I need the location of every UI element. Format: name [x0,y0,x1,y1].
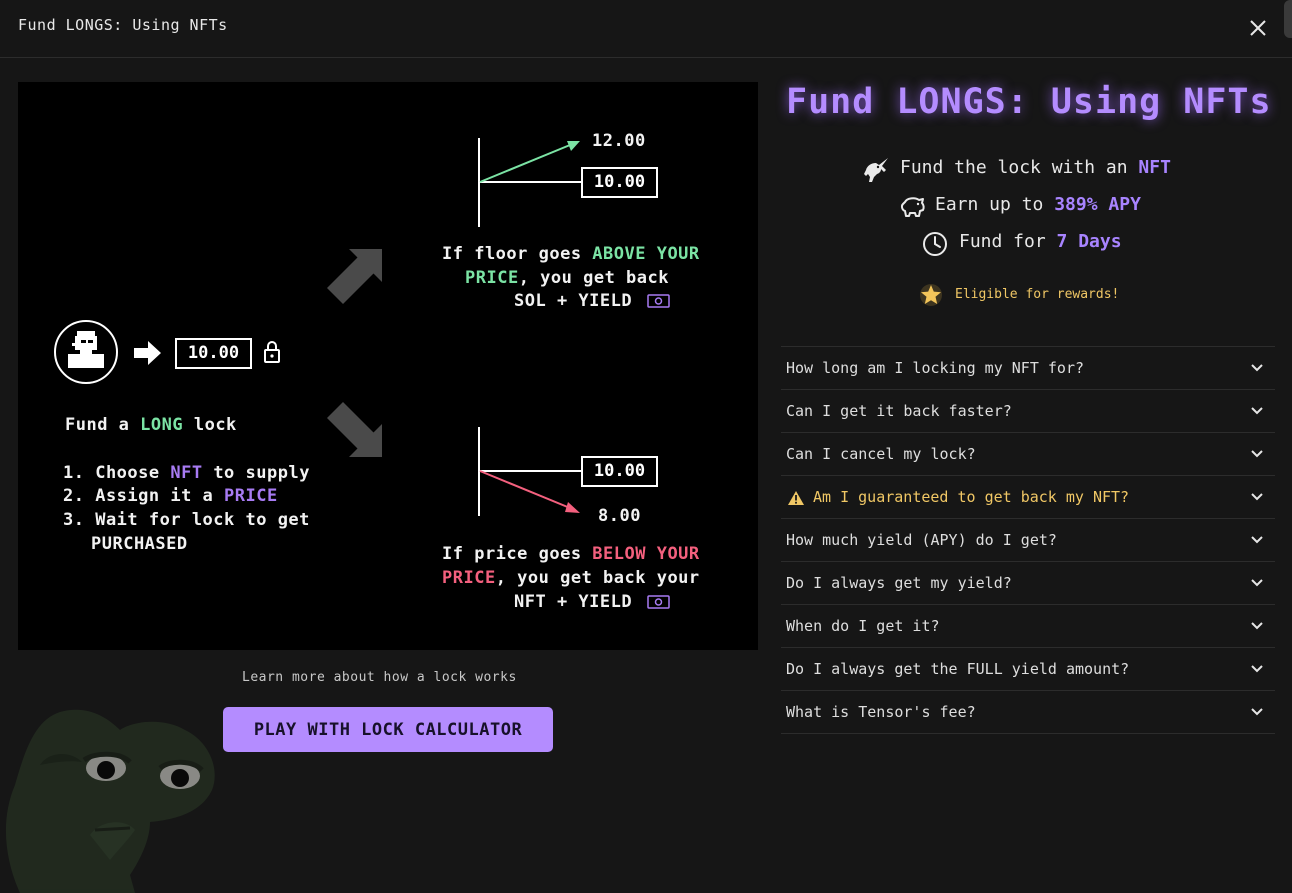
chevron-down-icon [1251,493,1263,501]
chevron-down-icon [1251,407,1263,415]
faq-item-yield-apy[interactable]: How much yield (APY) do I get? [781,519,1275,562]
faq-list: How long am I locking my NFT for? Can I … [781,346,1275,734]
faq-item-full-yield[interactable]: Do I always get the FULL yield amount? [781,648,1275,691]
faq-item-always-yield[interactable]: Do I always get my yield? [781,562,1275,605]
feature-duration-text: Fund for [959,231,1057,252]
panel-heading: Fund LONGS: Using NFTs [786,82,1272,122]
step-2: 2. Assign it a PRICE [63,486,278,506]
chevron-down-icon [1251,622,1263,630]
faq-question: When do I get it? [786,617,940,635]
feature-nft-text: Fund the lock with an [900,157,1139,178]
step-3: 3. Wait for lock to get [63,510,310,530]
price-box-upper: 10.00 [581,167,658,198]
step-1: 1. Choose NFT to supply [63,463,310,483]
feature-duration-highlight: 7 Days [1056,231,1122,252]
chevron-down-icon [1251,364,1263,372]
faq-question: How much yield (APY) do I get? [786,531,1057,549]
piggy-bank-icon [900,197,925,217]
down-price-label: 8.00 [598,506,641,526]
faq-question: Am I guaranteed to get back my NFT? [813,488,1130,506]
title-bar: Fund LONGS: Using NFTs [0,0,1292,58]
above-text-line1: If floor goes ABOVE YOUR [442,244,700,264]
faq-question: Do I always get my yield? [786,574,1012,592]
window-title: Fund LONGS: Using NFTs [18,16,228,34]
below-text-line1: If price goes BELOW YOUR [442,544,700,564]
price-box-lower: 10.00 [581,456,658,487]
chevron-down-icon [1251,665,1263,673]
warning-icon [788,491,804,505]
faq-item-tensor-fee[interactable]: What is Tensor's fee? [781,691,1275,734]
chevron-down-icon [1251,536,1263,544]
faq-item-cancel-lock[interactable]: Can I cancel my lock? [781,433,1275,476]
clock-icon [923,232,947,256]
feature-apy-highlight: 389% APY [1054,194,1141,215]
faq-question: What is Tensor's fee? [786,703,976,721]
lock-illustration: 12.00 10.00 If floor goes ABOVE YOUR PRI… [18,82,758,650]
above-text-line2: PRICE, you get back [465,268,669,288]
chart-lines [54,138,670,609]
unicorn-icon [864,158,888,182]
feature-nft-highlight: NFT [1138,157,1171,178]
faq-question: How long am I locking my NFT for? [786,359,1085,377]
fund-long-heading: Fund a LONG lock [65,415,237,435]
faq-question: Do I always get the FULL yield amount? [786,660,1130,678]
learn-more-text: Learn more about how a lock works [242,670,517,685]
faq-item-lock-duration[interactable]: How long am I locking my NFT for? [781,347,1275,390]
lock-calculator-button[interactable]: PLAY WITH LOCK CALCULATOR [223,707,553,752]
frog-mascot-image [5,709,215,893]
chevron-down-icon [1251,450,1263,458]
close-icon[interactable] [1244,14,1272,42]
star-icon [920,284,942,306]
faq-question: Can I get it back faster? [786,402,1012,420]
chevron-down-icon [1251,708,1263,716]
faq-item-guaranteed-nft[interactable]: Am I guaranteed to get back my NFT? [781,476,1275,519]
chevron-down-icon [1251,579,1263,587]
faq-item-get-back-faster[interactable]: Can I get it back faster? [781,390,1275,433]
edge-tab [1284,0,1292,38]
faq-item-when-get[interactable]: When do I get it? [781,605,1275,648]
price-box-left: 10.00 [175,338,252,369]
above-text-line3: SOL + YIELD [514,291,633,311]
below-text-line3: NFT + YIELD [514,592,633,612]
feature-apy-text: Earn up to [935,194,1055,215]
faq-question: Can I cancel my lock? [786,445,976,463]
step-3-purchased: PURCHASED [91,534,188,554]
up-price-label: 12.00 [592,131,646,151]
rewards-text: Eligible for rewards! [955,287,1120,302]
below-text-line2: PRICE, you get back your [442,568,700,588]
